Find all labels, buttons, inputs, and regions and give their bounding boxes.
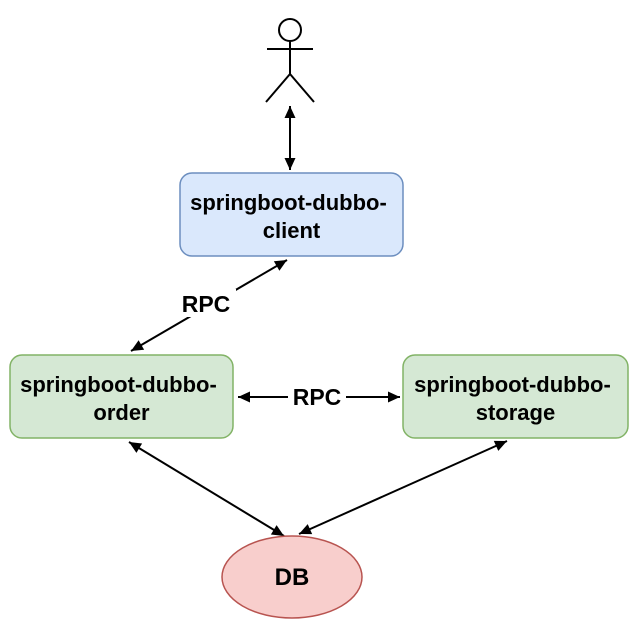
edge-order-db <box>128 441 285 537</box>
node-springboot-dubbo-order: springboot-dubbo- order <box>9 354 234 439</box>
client-node-box <box>179 172 404 257</box>
storage-node-box <box>402 354 629 439</box>
edge-label-order-storage: RPC <box>288 384 346 410</box>
user-actor-icon <box>265 18 315 103</box>
rpc-label: RPC <box>293 384 342 410</box>
rpc-label: RPC <box>182 291 231 317</box>
order-label-line1: springboot-dubbo- <box>20 372 217 397</box>
order-label-line2: order <box>93 400 150 425</box>
edge-storage-db <box>298 440 508 535</box>
order-node-label: springboot-dubbo- order <box>20 372 223 425</box>
node-db: DB <box>221 535 363 619</box>
label-background <box>176 289 236 317</box>
storage-label-line1: springboot-dubbo- <box>414 372 611 397</box>
label-background <box>288 385 346 409</box>
storage-label-line2: storage <box>476 400 555 425</box>
client-node-label: springboot-dubbo- client <box>190 190 393 243</box>
edge-label-client-order: RPC <box>176 289 236 317</box>
actor-head <box>278 18 302 42</box>
actor-leg-left <box>265 73 291 103</box>
client-label-line2: client <box>263 218 321 243</box>
storage-node-label: springboot-dubbo- storage <box>414 372 617 425</box>
node-springboot-dubbo-client: springboot-dubbo- client <box>179 172 404 257</box>
db-ellipse <box>221 535 363 619</box>
actor-leg-right <box>289 73 315 103</box>
order-node-box <box>9 354 234 439</box>
client-label-line1: springboot-dubbo- <box>190 190 387 215</box>
db-label: DB <box>275 564 310 591</box>
node-springboot-dubbo-storage: springboot-dubbo- storage <box>402 354 629 439</box>
